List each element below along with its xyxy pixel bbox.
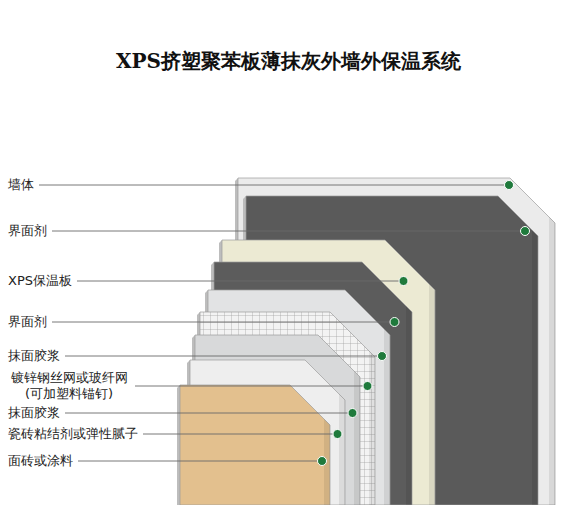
callout-dot bbox=[318, 457, 327, 466]
leader-line bbox=[52, 231, 525, 232]
layer-side bbox=[354, 371, 360, 505]
layer-side bbox=[549, 217, 555, 505]
callout-dot bbox=[399, 277, 408, 286]
layer-label: XPS保温板 bbox=[8, 273, 72, 289]
callout-dot bbox=[378, 352, 387, 361]
leader-line bbox=[65, 413, 353, 414]
layer-label: 镀锌钢丝网或玻纤网 (可加塑料锚钉) bbox=[8, 370, 130, 402]
layer-label: 墙体 bbox=[8, 177, 34, 193]
leader-line bbox=[143, 434, 338, 435]
layer-side bbox=[339, 394, 345, 505]
leader-line bbox=[39, 185, 509, 186]
leader-line bbox=[135, 386, 368, 387]
layer-label: 抹面胶浆 bbox=[8, 348, 60, 364]
callout-dot bbox=[390, 318, 399, 327]
layer-sheet bbox=[180, 385, 330, 505]
callout-dot bbox=[363, 382, 372, 391]
layer-side bbox=[429, 284, 435, 505]
diagram-title: XPS挤塑聚苯板薄抹灰外墙外保温系统 bbox=[0, 48, 577, 75]
layer-label: 瓷砖粘结剂或弹性腻子 bbox=[8, 426, 138, 442]
callout-dot bbox=[505, 181, 514, 190]
leader-line bbox=[65, 356, 382, 357]
layer-side bbox=[532, 230, 538, 505]
leader-line bbox=[78, 461, 322, 462]
layer-label: 界面剂 bbox=[8, 314, 47, 330]
leader-line bbox=[52, 322, 395, 323]
callout-dot bbox=[333, 430, 342, 439]
layer-side bbox=[406, 306, 412, 505]
layer-label: 界面剂 bbox=[8, 223, 47, 239]
callout-dot bbox=[521, 227, 530, 236]
callout-dot bbox=[348, 409, 357, 418]
layer-label: 抹面胶浆 bbox=[8, 405, 60, 421]
layer-label: 面砖或涂料 bbox=[8, 453, 73, 469]
layer-edge bbox=[177, 385, 180, 505]
layer-side bbox=[369, 351, 375, 505]
leader-line bbox=[77, 281, 404, 282]
